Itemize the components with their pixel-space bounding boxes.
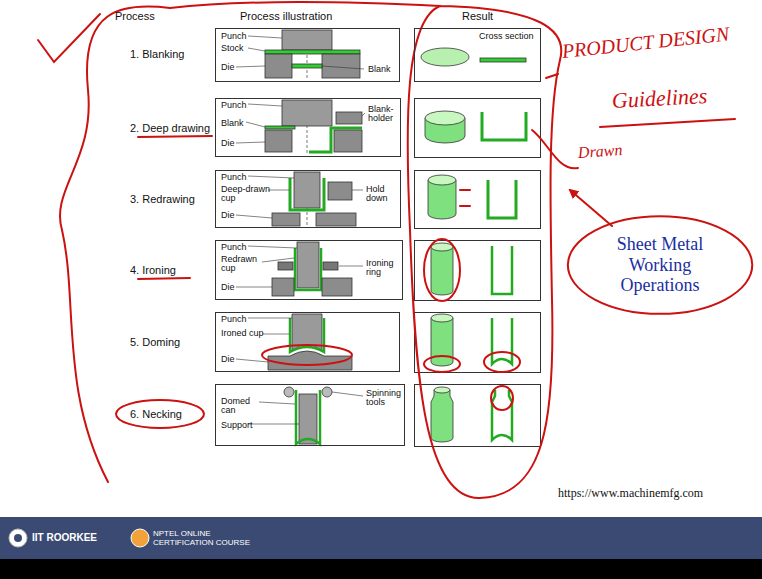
part-label: Spinning tools	[366, 389, 402, 408]
part-label: Domed can	[221, 397, 263, 416]
ellipse-outline	[568, 216, 752, 314]
red-annotations	[38, 2, 735, 498]
footer-bar	[0, 517, 762, 579]
illustration-box: Domed canSupport Spinning tools	[215, 384, 405, 446]
process-name: 4. Ironing	[130, 264, 176, 276]
process-name: 6. Necking	[130, 408, 182, 420]
part-label: Punch	[221, 173, 247, 182]
part-label: Die	[221, 63, 235, 72]
part-label: Ironing ring	[366, 259, 400, 278]
handwritten-note: Drawn	[577, 141, 623, 162]
part-label: Support	[221, 421, 253, 430]
part-label: Cross section	[479, 32, 534, 41]
part-label: Blank	[368, 65, 391, 74]
blanking-illustration	[265, 30, 360, 78]
redrawing-illustration	[272, 172, 356, 226]
result-shapes	[421, 48, 526, 442]
part-label: Hold down	[366, 185, 398, 204]
column-header: Process	[115, 10, 155, 22]
footer-course: NPTEL ONLINE CERTIFICATION COURSE	[153, 529, 263, 547]
part-label: Die	[221, 139, 235, 148]
part-label: Blank-holder	[368, 105, 398, 124]
column-header: Process illustration	[240, 10, 332, 22]
result-box: Cross section	[414, 28, 541, 82]
leader-lines	[236, 36, 365, 424]
deep-drawing-illustration	[265, 100, 362, 152]
note-text: Sheet Metal Working Operations	[593, 234, 727, 296]
illustration-box: PunchIroned cupDie	[215, 312, 400, 372]
part-label: Ironed cup	[221, 329, 265, 338]
result-boxes	[415, 99, 541, 447]
illustration-box: PunchBlankDie Blank-holder	[215, 98, 401, 157]
part-label: Punch	[221, 243, 247, 252]
part-label: Stock	[221, 44, 244, 53]
handwritten-note: PRODUCT DESIGN	[561, 23, 730, 63]
handwritten-note: Guidelines	[611, 83, 708, 114]
part-label: Punch	[221, 315, 247, 324]
part-label: Blank	[221, 119, 244, 128]
footer-institute: IIT ROORKEE	[32, 532, 97, 543]
part-label: Punch	[221, 101, 247, 110]
necking-illustration	[284, 387, 332, 444]
part-label: Redrawn cup	[221, 255, 265, 274]
illustration-box: PunchStockDie Blank	[215, 28, 400, 82]
part-label: Punch	[221, 32, 247, 41]
process-name: 1. Blanking	[130, 48, 184, 60]
part-label: Die	[221, 355, 235, 364]
circled-note: Sheet Metal Working Operations	[564, 212, 756, 318]
ironing-illustration	[272, 242, 352, 296]
process-name: 2. Deep drawing	[130, 122, 210, 134]
part-label: Deep-drawn cup	[221, 185, 271, 204]
illustration-box: PunchDeep-drawn cupDie Hold down	[215, 170, 401, 228]
part-label: Die	[221, 211, 235, 220]
column-header: Result	[462, 10, 493, 22]
source-url: https://www.machinemfg.com	[558, 486, 703, 501]
process-name: 3. Redrawing	[130, 193, 195, 205]
illustration-box: PunchRedrawn cupDie Ironing ring	[215, 240, 403, 300]
part-label: Die	[221, 283, 235, 292]
process-name: 5. Doming	[130, 336, 180, 348]
